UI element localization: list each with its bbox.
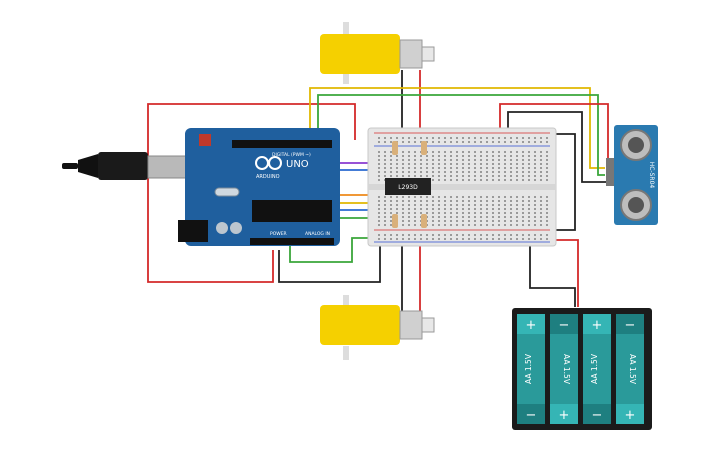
wire-black-lower[interactable] bbox=[278, 240, 381, 283]
wire-green-top[interactable] bbox=[317, 94, 605, 176]
cell-label: AA 1.5V bbox=[524, 353, 533, 384]
cell-top-symbol: − bbox=[559, 318, 570, 333]
cell-bottom-symbol: − bbox=[592, 408, 603, 423]
dc-motor-bottom[interactable] bbox=[320, 295, 435, 360]
wire-red-loop[interactable] bbox=[147, 103, 356, 283]
arduino-model: UNO bbox=[286, 159, 309, 170]
arduino-brand: ARDUINO bbox=[256, 174, 280, 180]
battery-pack[interactable]: + − AA 1.5V − + AA 1.5V + − AA 1.5V − + AA 1.5V bbox=[512, 308, 652, 430]
battery-cell: + − AA 1.5V bbox=[517, 314, 545, 424]
arduino-uno[interactable]: DIGITAL (PWM ~) UNO ARDUINO POWER ANALOG… bbox=[178, 128, 340, 246]
cell-top-symbol: + bbox=[526, 318, 537, 333]
battery-cells: + − AA 1.5V − + AA 1.5V + − AA 1.5V − + AA 1.5V bbox=[517, 314, 644, 424]
arduino-logo: UNO ARDUINO bbox=[255, 156, 309, 180]
wire-black-battery[interactable] bbox=[529, 240, 576, 307]
atmega-chip bbox=[252, 200, 332, 222]
cell-bottom-symbol: − bbox=[526, 408, 537, 423]
usb-cable[interactable] bbox=[62, 152, 191, 180]
chip-label: L293D bbox=[398, 184, 418, 191]
wire-black-sensor[interactable] bbox=[507, 111, 612, 183]
power-label: POWER bbox=[270, 231, 287, 237]
breadboard-holes bbox=[378, 137, 548, 240]
ultrasonic-sensor[interactable]: HC-SR04 bbox=[606, 125, 658, 225]
resistor bbox=[392, 141, 427, 228]
analog-label: ANALOG IN bbox=[305, 231, 330, 237]
battery-cell: + − AA 1.5V bbox=[583, 314, 611, 424]
cell-top-symbol: + bbox=[592, 318, 603, 333]
battery-cell: − + AA 1.5V bbox=[550, 314, 578, 424]
cell-top-symbol: − bbox=[625, 318, 636, 333]
breadboard[interactable]: L293D bbox=[367, 127, 557, 247]
digital-label: DIGITAL (PWM ~) bbox=[272, 152, 311, 158]
wire-yellow-top[interactable] bbox=[309, 87, 605, 169]
reset-button[interactable] bbox=[199, 134, 211, 146]
power-analog-header bbox=[250, 238, 334, 245]
battery-cell: − + AA 1.5V bbox=[616, 314, 644, 424]
sensor-label: HC-SR04 bbox=[648, 162, 655, 189]
l293d-chip[interactable] bbox=[385, 178, 431, 195]
cell-label: AA 1.5V bbox=[628, 354, 637, 385]
digital-header bbox=[232, 140, 332, 148]
cell-label: AA 1.5V bbox=[562, 354, 571, 385]
cell-bottom-symbol: + bbox=[625, 408, 636, 423]
cell-bottom-symbol: + bbox=[559, 408, 570, 423]
dc-motor-top[interactable] bbox=[320, 22, 435, 84]
wire-red-battery[interactable] bbox=[545, 239, 579, 307]
cell-label: AA 1.5V bbox=[590, 353, 599, 384]
wire-green-lower[interactable] bbox=[289, 237, 372, 263]
